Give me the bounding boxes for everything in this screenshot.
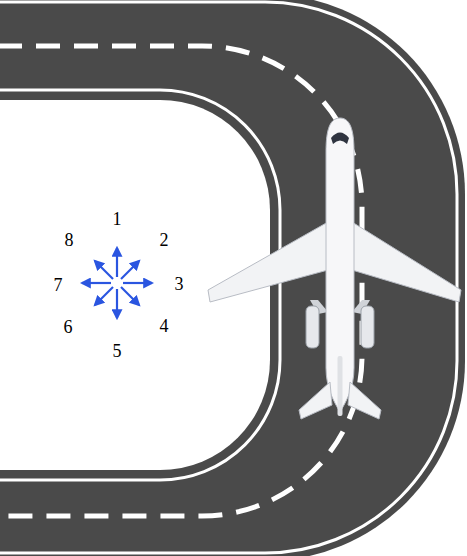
- direction-arrows: [82, 248, 152, 318]
- direction-number: 1: [113, 210, 122, 228]
- direction-number: 2: [160, 231, 169, 249]
- direction-number: 4: [160, 317, 169, 335]
- direction-number: 7: [54, 276, 63, 294]
- airplane: [208, 118, 461, 419]
- direction-number: 5: [113, 342, 122, 360]
- direction-number: 3: [175, 275, 184, 293]
- centre-line: [0, 46, 362, 516]
- direction-number: 8: [65, 231, 74, 249]
- direction-number: 6: [64, 318, 73, 336]
